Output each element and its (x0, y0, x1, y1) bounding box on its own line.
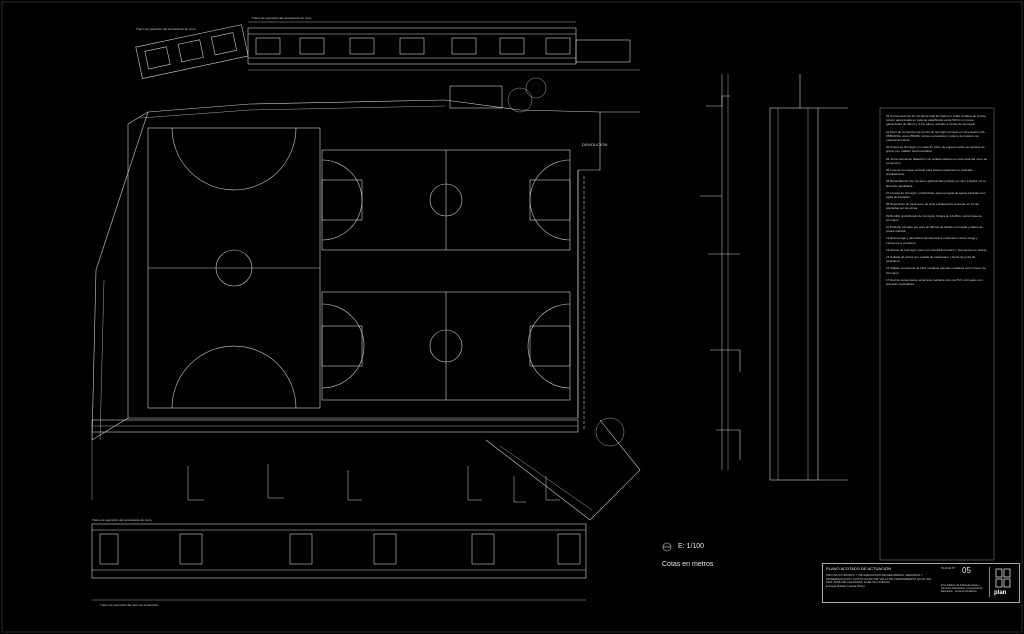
note-item: 01 Cerramiento de 2m de altura total for… (886, 114, 986, 127)
project-description: PROYECTO BÁSICO Y DE EJECUCIÓN DE REFORM… (826, 573, 938, 588)
demolish-label: DEMOLICIÓN (582, 142, 607, 147)
note-item: 04 Junta vertical de dilatación con sell… (886, 156, 988, 165)
plan-number: 05 (962, 566, 971, 575)
bottom-strip-footer: Tramo de ejecución del muro de contenció… (100, 603, 159, 607)
note-item: 10 Peldaño formado por obra de fábrica d… (886, 225, 983, 234)
agency-name: Ente Público de Infraestructuras y Servi… (941, 584, 983, 594)
top-left-strip-label: Tramo de ejecución del cerramiento de mu… (136, 27, 196, 31)
note-item: 05 Losa de hormigón armado para acceso p… (886, 168, 973, 177)
note-item: 15 Red de saneamiento enterrada mediante… (886, 277, 983, 287)
project-author: Enrique Rafael Cuesta Pérez (826, 583, 865, 588)
notes-column: 01 Cerramiento de 2m de altura total for… (886, 114, 990, 289)
bottom-strip-label: Tramo de ejecución del cerramiento de mu… (92, 518, 152, 522)
agency-logo (989, 567, 1016, 597)
note-item: 08 Reposición de pavimento de pista poli… (886, 202, 979, 211)
scale-label: E: 1/100 (678, 543, 705, 550)
note-item: 06 Barandilla de tubo de acero galvaniza… (886, 179, 986, 188)
note-item: 07 Cuneta de hormigón prefabricado para … (886, 190, 986, 200)
title-block: PLANO ACOTADO DE ACTUACIÓN PROYECTO BÁSI… (822, 563, 1020, 603)
note-item: 02 Muro de contención de tierras de horm… (886, 129, 986, 143)
note-item: 12 Zócalo de hormigón visto con encofrad… (886, 247, 988, 252)
note-item: 09 Bordillo prefabricado de hormigón bic… (886, 213, 982, 222)
project-name: PROYECTO BÁSICO Y DE EJECUCIÓN DE REFORM… (826, 573, 932, 585)
note-item: 14 Vallado provisional de obra mediante … (886, 266, 986, 275)
note-item: 03 Solera de hormigón en masa de 15cm de… (886, 145, 985, 154)
note-item: 11 Desmontaje y demolición de elementos … (886, 236, 978, 245)
units-label: Cotas en metros (662, 561, 714, 568)
note-item: 13 Sellado de juntas con masilla de poli… (886, 255, 976, 264)
plan-number-label: PLANO Nº (941, 566, 956, 570)
top-strip-label: Tramo de ejecución del cerramiento de mu… (252, 16, 312, 20)
plan-title: PLANO ACOTADO DE ACTUACIÓN (826, 566, 892, 571)
logo-icon (995, 568, 1011, 588)
logo-text: plan (994, 590, 1007, 596)
